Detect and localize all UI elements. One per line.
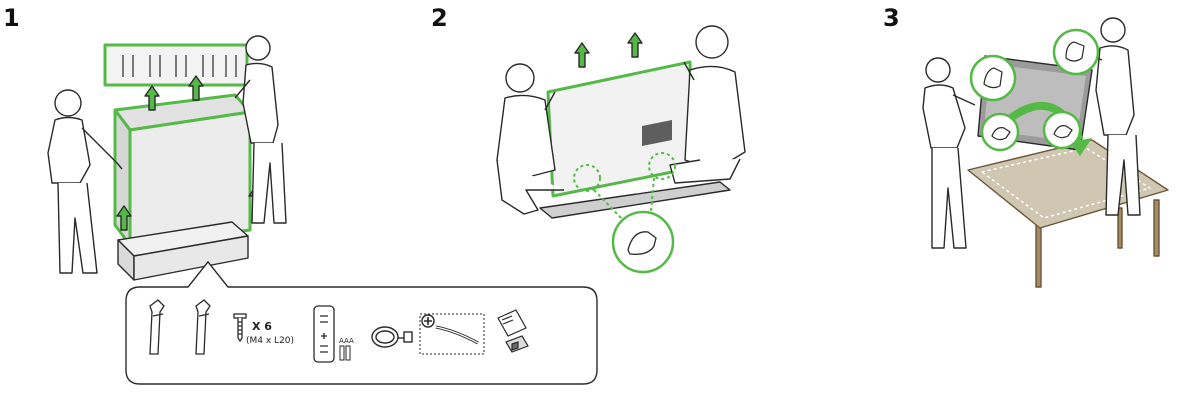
stand-leg-icon <box>149 299 165 355</box>
foam-top-piece <box>103 43 249 87</box>
manual-icon <box>497 309 529 353</box>
step-number-3: 3 <box>883 4 900 32</box>
table-legs <box>1035 199 1160 288</box>
stand-leg-icon <box>195 299 211 355</box>
person-left-crouching <box>496 63 564 215</box>
screw-size-label: (M4 x L20) <box>246 336 294 346</box>
up-arrow-icon <box>627 32 643 58</box>
step-number-1: 1 <box>3 4 20 32</box>
zoom-circle-icon <box>969 54 1017 102</box>
person-right-3 <box>1081 17 1141 216</box>
step-3-illustration <box>922 17 1169 288</box>
zoom-circle-icon <box>611 210 675 274</box>
step-2-illustration <box>496 25 746 274</box>
remote-control-icon <box>313 305 335 363</box>
zoom-circle-icon <box>1052 28 1100 76</box>
battery-icon <box>339 345 351 361</box>
accessories-panel: X 6 (M4 x L20) AAA <box>125 260 598 385</box>
zoom-circle-icon <box>980 112 1020 152</box>
step-number-2: 2 <box>431 4 448 32</box>
bottom-tray <box>117 221 249 281</box>
person-right-crouching <box>669 25 746 184</box>
screw-count-label: X 6 <box>252 320 272 333</box>
power-cord-icon <box>371 326 413 348</box>
up-arrow-icon <box>574 42 590 68</box>
person-left-3 <box>922 57 976 249</box>
screw-icon <box>233 313 247 343</box>
zoom-circle-icon <box>1042 110 1082 150</box>
plus-icon-glyph <box>424 317 432 325</box>
tv-panel <box>546 60 694 198</box>
person-right <box>234 35 287 224</box>
battery-label: AAA <box>339 337 354 345</box>
person-left <box>47 89 123 274</box>
step-1-illustration <box>47 35 287 288</box>
optional-cable-holder <box>419 313 485 355</box>
